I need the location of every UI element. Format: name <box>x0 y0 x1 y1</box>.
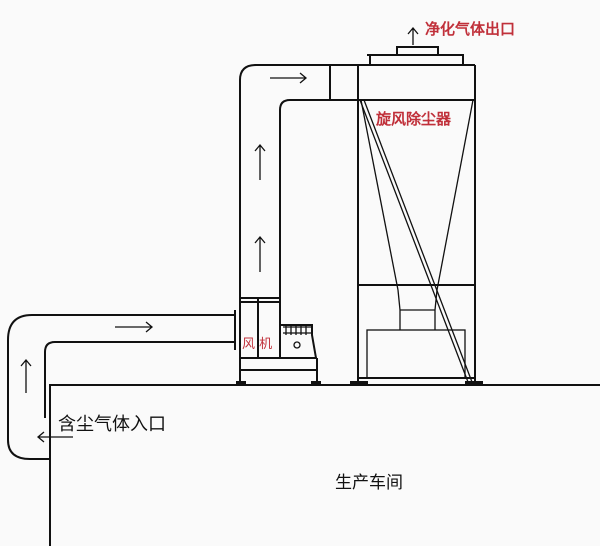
fan-label: 风 机 <box>242 337 273 352</box>
arrow-up-icon <box>20 358 32 393</box>
workshop-label: 生产车间 <box>335 473 403 493</box>
fan-unit <box>236 297 321 385</box>
arrow-up-icon <box>407 26 419 45</box>
inlet-duct <box>7 310 236 460</box>
arrow-right-icon <box>270 72 308 84</box>
arrow-up-icon <box>254 235 266 272</box>
arrow-right-icon <box>115 321 154 333</box>
arrow-left-icon <box>36 431 73 443</box>
cyclone-collector <box>350 46 483 385</box>
motor-coil-icon <box>283 325 311 335</box>
arrow-up-icon <box>254 143 266 180</box>
cyclone-label: 旋风除尘器 <box>376 110 452 128</box>
fan-hub-icon <box>293 341 301 349</box>
flow-arrows <box>20 26 419 443</box>
clean-gas-outlet-label: 净化气体出口 <box>425 20 516 38</box>
dusty-gas-inlet-label: 含尘气体入口 <box>58 414 166 435</box>
workshop-wall-ground <box>49 384 600 546</box>
